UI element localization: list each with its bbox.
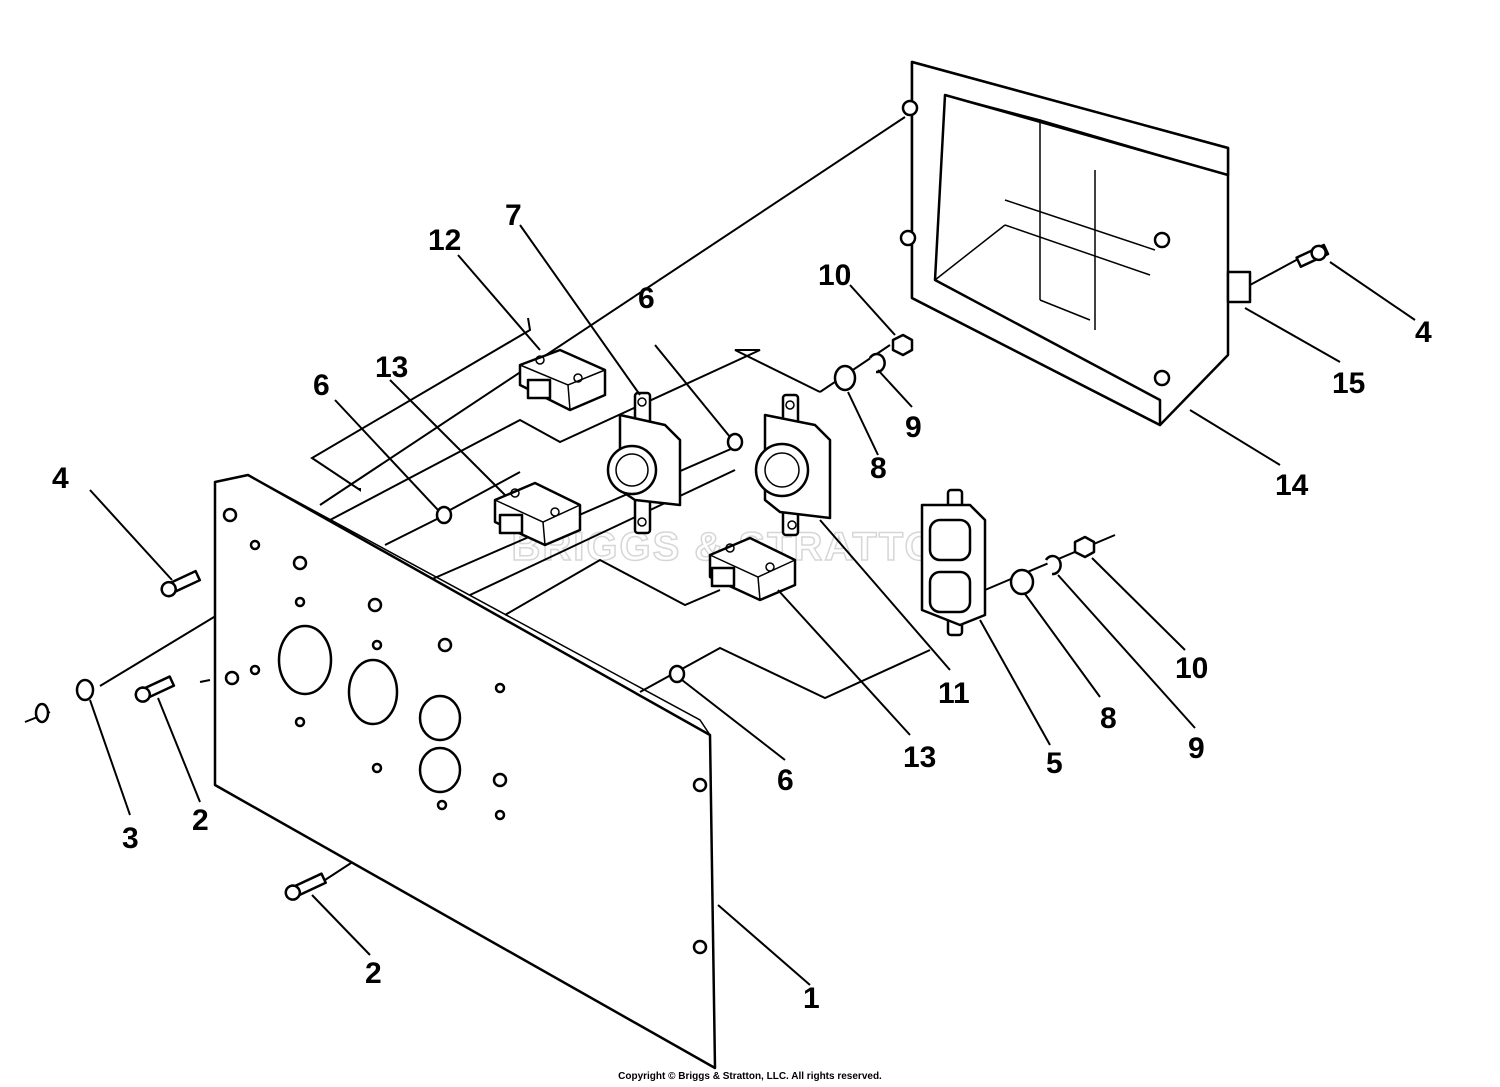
callout-6c: 6 [777, 764, 794, 797]
callout-5: 5 [1046, 747, 1063, 780]
callout-15: 15 [1332, 367, 1365, 400]
twist-lock-receptacle-part-7 [606, 391, 682, 535]
callout-8a: 8 [870, 452, 887, 485]
callout-3: 3 [122, 822, 139, 855]
callout-8b: 8 [1100, 702, 1117, 735]
callout-11: 11 [938, 677, 970, 710]
hardware [34, 243, 1330, 901]
duplex-receptacle-part-5 [920, 488, 987, 637]
callout-14: 14 [1275, 469, 1309, 502]
control-panel-plate-part-1 [213, 473, 717, 1070]
callout-4b: 4 [1415, 316, 1432, 349]
callout-6a: 6 [313, 369, 330, 402]
twist-lock-receptacle-part-11 [754, 393, 832, 537]
callout-9a: 9 [905, 411, 922, 444]
callout-13a: 13 [375, 351, 408, 384]
callout-6b: 6 [638, 282, 655, 315]
callout-2a: 2 [365, 957, 382, 990]
callout-13b: 13 [903, 741, 936, 774]
enclosure-box-part-14 [899, 60, 1252, 427]
copyright-notice: Copyright © Briggs & Stratton, LLC. All … [618, 1071, 882, 1082]
circuit-breaker-part-12 [518, 348, 607, 412]
leader-lines [89, 224, 1416, 986]
callout-10a: 10 [818, 259, 851, 292]
callout-1: 1 [803, 982, 820, 1015]
callout-10b: 10 [1175, 652, 1208, 685]
callout-2b: 2 [192, 804, 209, 837]
callouts: 1 2 2 3 4 4 5 6 6 6 7 8 8 9 9 10 10 11 1… [52, 199, 1432, 1015]
callout-9b: 9 [1188, 732, 1205, 765]
callout-4a: 4 [52, 462, 69, 495]
circuit-breaker-part-13-lower [708, 536, 797, 602]
callout-7: 7 [505, 199, 522, 232]
callout-12: 12 [428, 224, 461, 257]
circuit-breaker-part-13-upper [493, 481, 582, 547]
